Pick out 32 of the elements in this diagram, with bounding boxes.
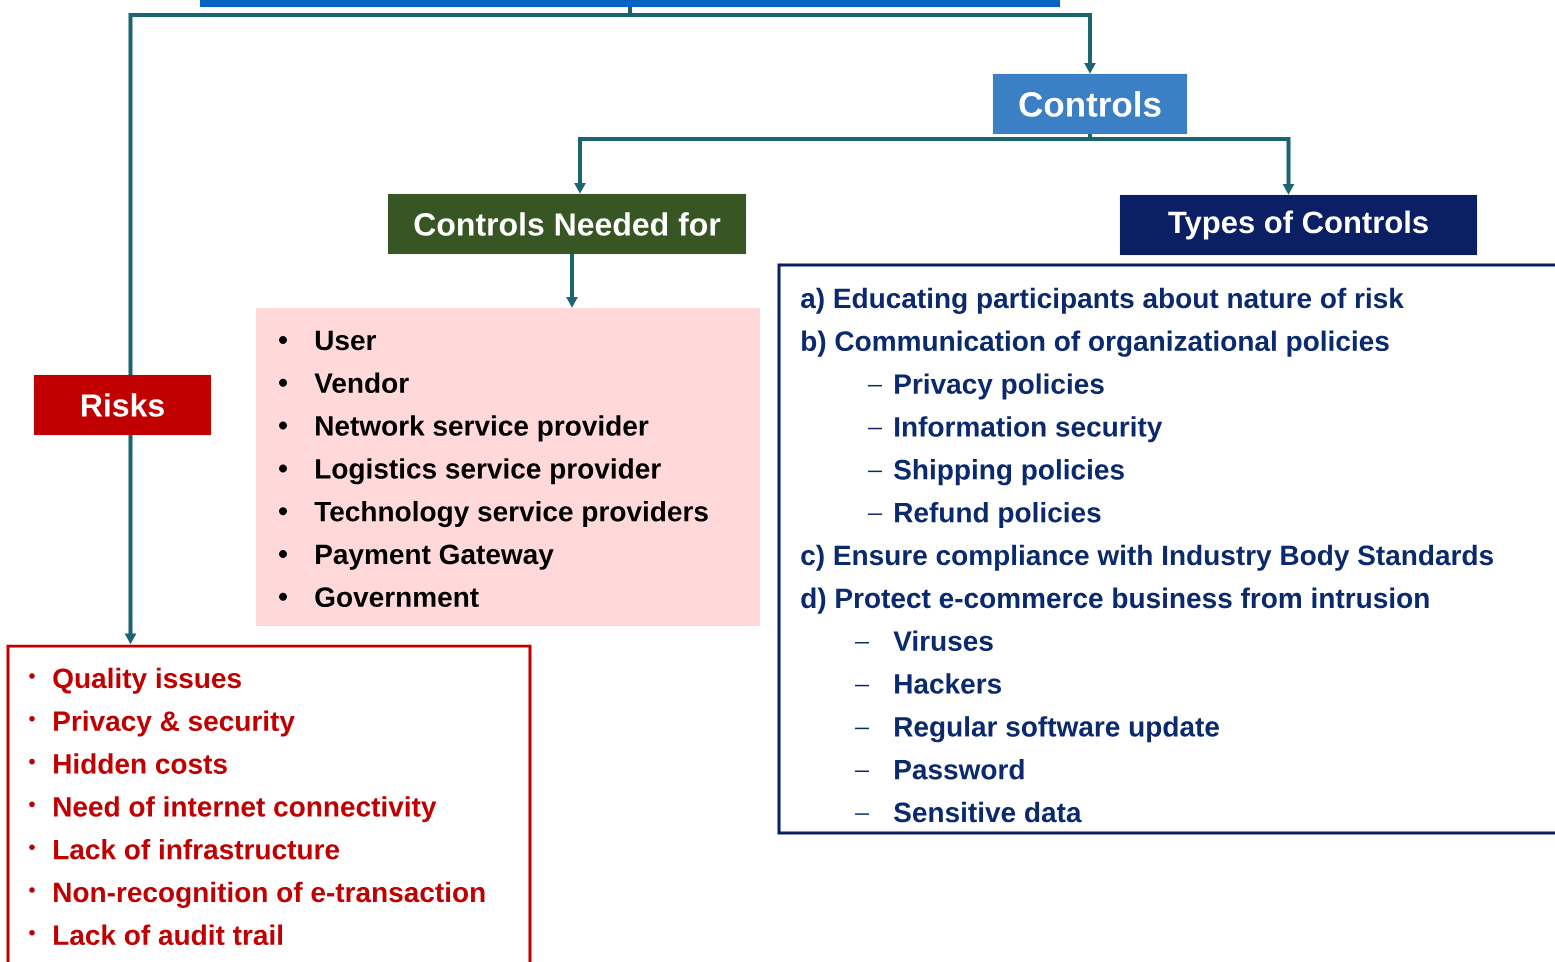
list-item: User xyxy=(315,330,377,351)
list-item: c) Ensure compliance with Industry Body Standards xyxy=(801,544,1493,571)
list-item: Regular software update xyxy=(895,716,1219,743)
list-item: Hackers xyxy=(895,673,1001,694)
list-item: d) Protect e-commerce business from intrusion xyxy=(801,587,1429,614)
list-item: a) Educating participants about nature of risk xyxy=(801,287,1404,314)
list-item: Government xyxy=(315,587,479,608)
list-item: Privacy & security xyxy=(54,710,295,737)
list-item: Non-recognition of e-transaction xyxy=(54,881,485,908)
list-item: b) Communication of organizational policies xyxy=(802,330,1389,357)
list-item: Privacy policies xyxy=(895,373,1104,400)
list-item: Shipping policies xyxy=(894,459,1124,486)
heading-box: Types of Controls xyxy=(1119,194,1478,256)
list-item: Quality issues xyxy=(53,667,241,694)
list-item: Logistics service provider xyxy=(316,458,661,485)
list-item: Lack of infrastructure xyxy=(54,838,340,860)
list-item: Refund policies xyxy=(895,501,1101,528)
list-item: Sensitive data xyxy=(894,801,1082,823)
list-item: Vendor xyxy=(314,372,409,394)
list-item: Viruses xyxy=(893,630,993,651)
list-item: Password xyxy=(895,758,1024,780)
list-item: Information security xyxy=(895,416,1163,443)
list-item: Need of internet connectivity xyxy=(54,796,437,823)
heading-box: Controls Needed for xyxy=(387,193,747,255)
list-item: Payment Gateway xyxy=(316,544,554,570)
list-item: Lack of audit trail xyxy=(54,924,283,946)
list-item: Hidden costs xyxy=(54,753,227,774)
list-item: Technology service providers xyxy=(314,500,708,528)
heading-box: Risks xyxy=(33,374,212,436)
heading-box: Controls xyxy=(992,73,1188,135)
list-item: Network service provider xyxy=(316,415,649,442)
header-bar xyxy=(199,0,1061,8)
